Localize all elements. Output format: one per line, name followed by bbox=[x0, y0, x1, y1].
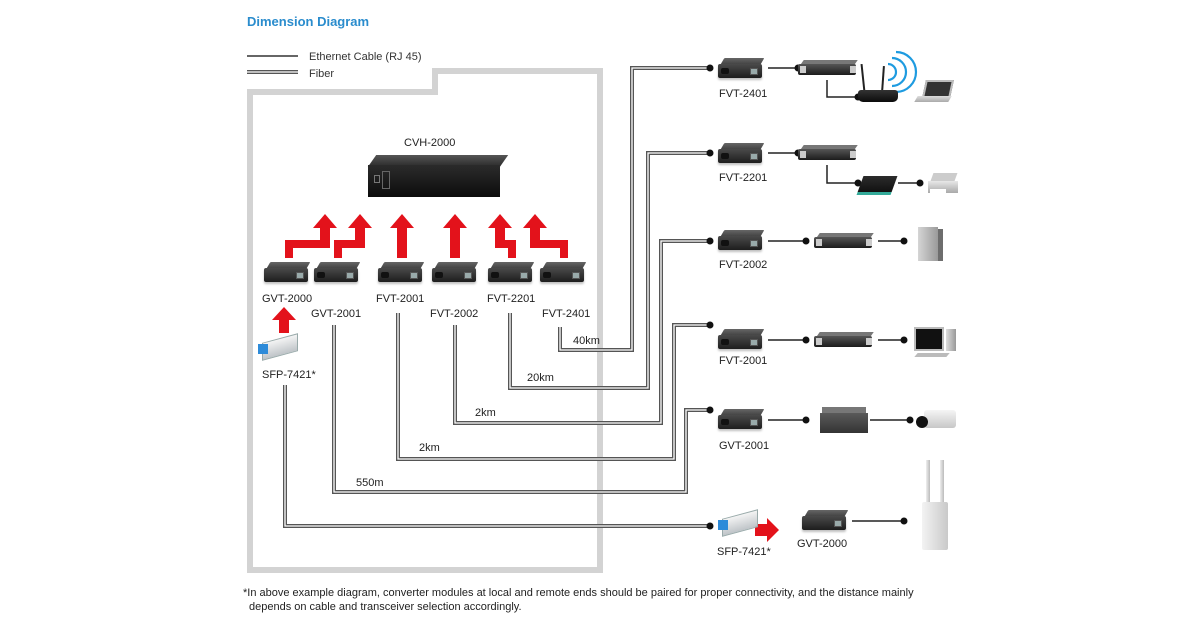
red-arrow bbox=[390, 214, 414, 258]
module-label: FVT-2001 bbox=[376, 293, 425, 305]
connector-dot bbox=[706, 64, 714, 72]
red-arrow bbox=[443, 214, 467, 258]
distance-label: 2km bbox=[419, 442, 440, 454]
connector-dot bbox=[916, 179, 924, 187]
footnote: *In above example diagram, converter mod… bbox=[243, 586, 963, 614]
remote-fvt-2401-icon bbox=[718, 58, 765, 80]
chassis-label: CVH-2000 bbox=[404, 137, 456, 149]
sfp-label: SFP-7421* bbox=[262, 369, 316, 381]
sfp-module-icon bbox=[258, 333, 298, 361]
desktop-tower-icon bbox=[918, 227, 944, 263]
switch-icon bbox=[814, 332, 874, 348]
footnote-line-1: *In above example diagram, converter mod… bbox=[243, 587, 914, 599]
connector-dot bbox=[906, 416, 914, 424]
distance-label: 550m bbox=[356, 477, 384, 489]
module-label: FVT-2002 bbox=[430, 308, 479, 320]
switch-icon bbox=[798, 60, 858, 76]
local-site-frame bbox=[247, 68, 603, 573]
ethernet-links bbox=[768, 67, 920, 522]
wifi-signal-icon bbox=[887, 50, 918, 94]
connector-dot bbox=[802, 416, 810, 424]
fiber-link bbox=[453, 239, 710, 425]
insert-arrows bbox=[272, 214, 779, 542]
fiber-link bbox=[396, 313, 710, 461]
connector-dot bbox=[706, 149, 714, 157]
ethernet-link bbox=[826, 165, 858, 184]
ethernet-link bbox=[826, 80, 858, 98]
module-fvt-2201-icon bbox=[488, 262, 535, 284]
legend-fiber-label: Fiber bbox=[309, 68, 335, 80]
remote-label: FVT-2401 bbox=[719, 88, 768, 100]
switch-icon bbox=[814, 233, 874, 249]
outdoor-access-point-icon bbox=[920, 460, 952, 552]
fiber-link bbox=[332, 325, 710, 494]
red-arrow bbox=[285, 214, 337, 258]
fiber-link bbox=[508, 151, 710, 390]
module-label: GVT-2000 bbox=[262, 293, 313, 305]
red-arrow bbox=[488, 214, 516, 258]
red-arrow bbox=[334, 214, 372, 258]
wireless-router-icon bbox=[858, 63, 900, 104]
connector-dots bbox=[706, 64, 924, 530]
remote-label: FVT-2201 bbox=[719, 172, 768, 184]
nvr-icon bbox=[820, 407, 870, 433]
distance-label: 20km bbox=[527, 372, 554, 384]
remote-label: FVT-2001 bbox=[719, 355, 768, 367]
connector-dot bbox=[802, 336, 810, 344]
laptop-icon bbox=[914, 80, 954, 104]
module-fvt-2001-icon bbox=[378, 262, 425, 284]
chassis-cvh-2000 bbox=[362, 155, 509, 197]
remote-sfp-label: SFP-7421* bbox=[717, 546, 771, 558]
desktop-computer-icon bbox=[914, 327, 960, 359]
diagram-title: Dimension Diagram bbox=[247, 14, 370, 29]
module-label: FVT-2401 bbox=[542, 308, 591, 320]
legend-ethernet-label: Ethernet Cable (RJ 45) bbox=[309, 51, 422, 63]
connector-dot bbox=[706, 406, 714, 414]
remote-label: GVT-2001 bbox=[719, 440, 770, 452]
distance-label: 2km bbox=[475, 407, 496, 419]
ip-camera-icon bbox=[916, 408, 958, 432]
remote-fvt-2002-icon bbox=[718, 230, 765, 252]
module-fvt-2401-icon bbox=[540, 262, 587, 284]
remote-gvt-2000-icon bbox=[802, 510, 849, 532]
connector-dot bbox=[706, 237, 714, 245]
switch-icon bbox=[798, 145, 858, 161]
connector-dot bbox=[900, 336, 908, 344]
connector-dot bbox=[706, 522, 714, 530]
remote-sfp-icon bbox=[718, 509, 758, 537]
connector-dot bbox=[900, 237, 908, 245]
red-arrow bbox=[272, 307, 296, 333]
module-gvt-2000-icon bbox=[264, 262, 311, 284]
module-fvt-2002-icon bbox=[432, 262, 479, 284]
connector-dot bbox=[802, 237, 810, 245]
red-arrow bbox=[755, 518, 779, 542]
module-label: FVT-2201 bbox=[487, 293, 536, 305]
red-arrow bbox=[523, 214, 568, 258]
fiber-link bbox=[558, 66, 710, 352]
remote-label: FVT-2002 bbox=[719, 259, 768, 271]
print-server-icon bbox=[856, 172, 898, 195]
remote-fvt-2001-icon bbox=[718, 329, 765, 351]
connector-dot bbox=[900, 517, 908, 525]
module-gvt-2001-icon bbox=[314, 262, 361, 284]
distance-label: 40km bbox=[573, 335, 600, 347]
remote-fvt-2201-icon bbox=[718, 143, 765, 165]
footnote-line-2: depends on cable and transceiver selecti… bbox=[249, 601, 522, 613]
fiber-links bbox=[283, 66, 710, 528]
printer-icon bbox=[928, 173, 960, 195]
remote-label: GVT-2000 bbox=[797, 538, 848, 550]
remote-gvt-2001-icon bbox=[718, 409, 765, 431]
module-label: GVT-2001 bbox=[311, 308, 362, 320]
connector-dot bbox=[706, 321, 714, 329]
fiber-link bbox=[283, 385, 710, 528]
